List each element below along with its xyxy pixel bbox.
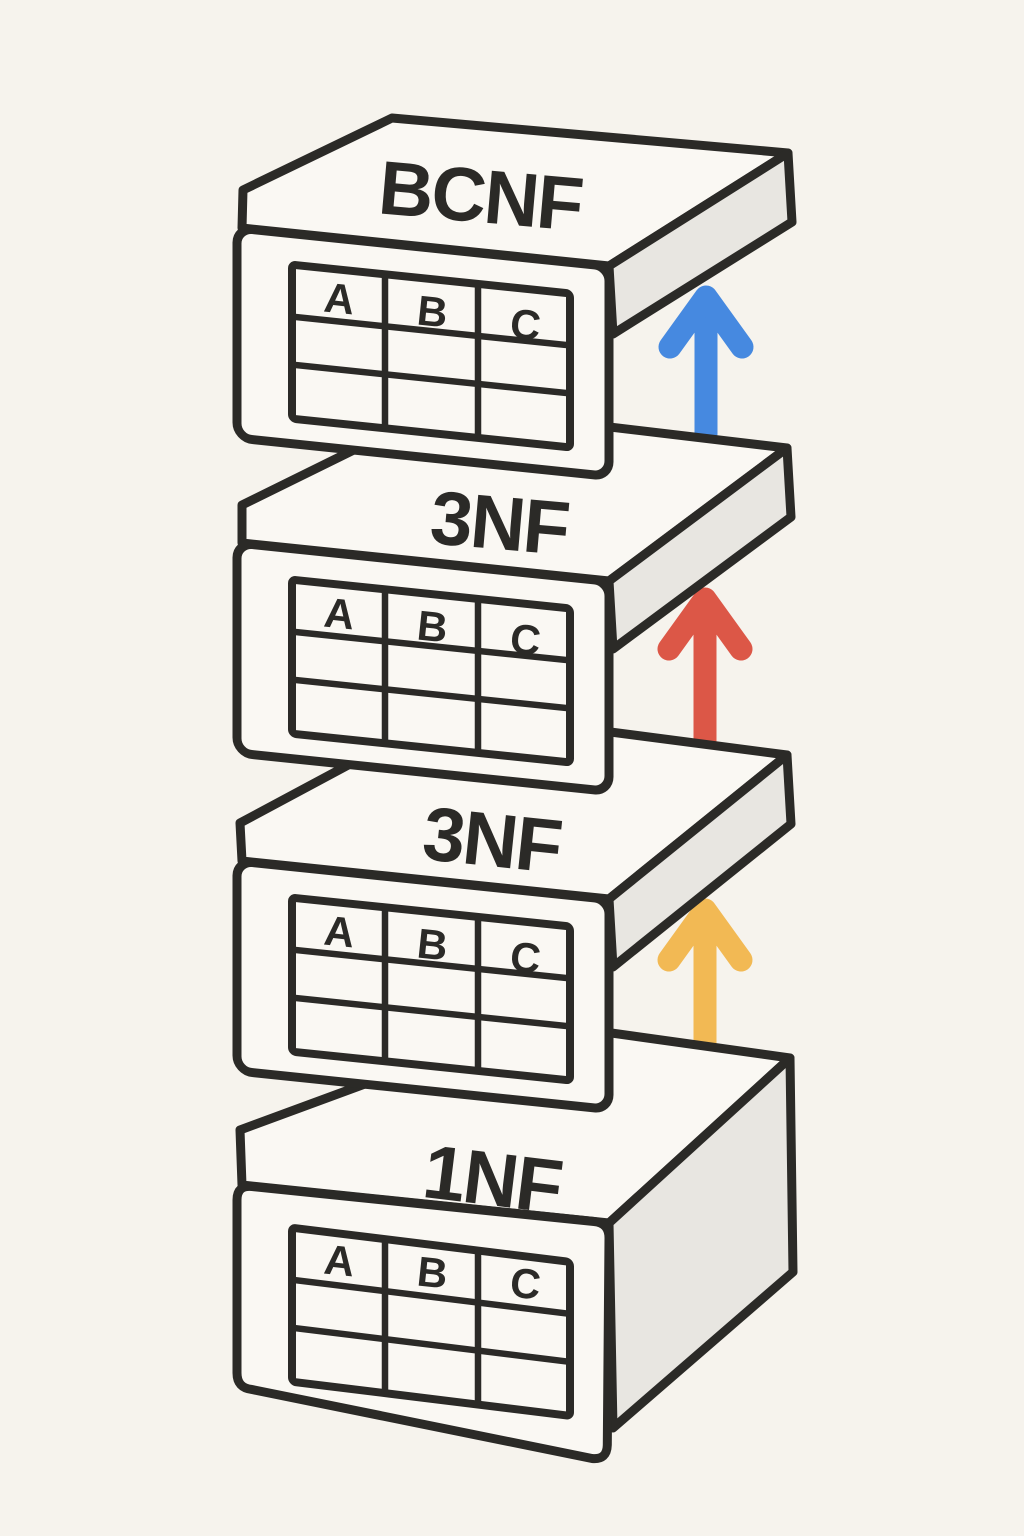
column-header-b: B — [415, 1248, 450, 1298]
up-arrow-yellow — [657, 898, 753, 1055]
column-header-b: B — [415, 602, 450, 652]
box-1nf: A B C 1NF — [232, 1017, 798, 1464]
arrow-head — [658, 285, 754, 359]
table-grid — [288, 1224, 574, 1420]
column-header-c: C — [508, 615, 543, 665]
box-label: 3NF — [427, 475, 571, 572]
column-header-b: B — [415, 287, 450, 337]
box-label: 1NF — [419, 1129, 566, 1230]
column-header-c: C — [508, 300, 543, 350]
column-header-c: C — [508, 1259, 543, 1309]
column-header-a: A — [322, 589, 357, 639]
column-header-c: C — [508, 933, 543, 983]
table-grid — [288, 261, 574, 452]
box-label: 3NF — [419, 791, 565, 890]
column-header-a: A — [322, 1236, 357, 1286]
arrow-head — [657, 898, 753, 972]
arrow-head — [657, 587, 753, 661]
column-header-b: B — [415, 920, 450, 970]
column-header-a: A — [322, 274, 357, 324]
up-arrow-red — [657, 587, 753, 753]
table-grid — [288, 576, 574, 767]
box-bcnf: A B C BCNF — [232, 113, 797, 480]
up-arrow-blue — [658, 285, 754, 446]
column-header-a: A — [322, 907, 357, 957]
box-label: BCNF — [375, 145, 585, 247]
table-grid — [288, 894, 574, 1085]
box-3nf-upper: A B C 3NF — [232, 402, 796, 795]
